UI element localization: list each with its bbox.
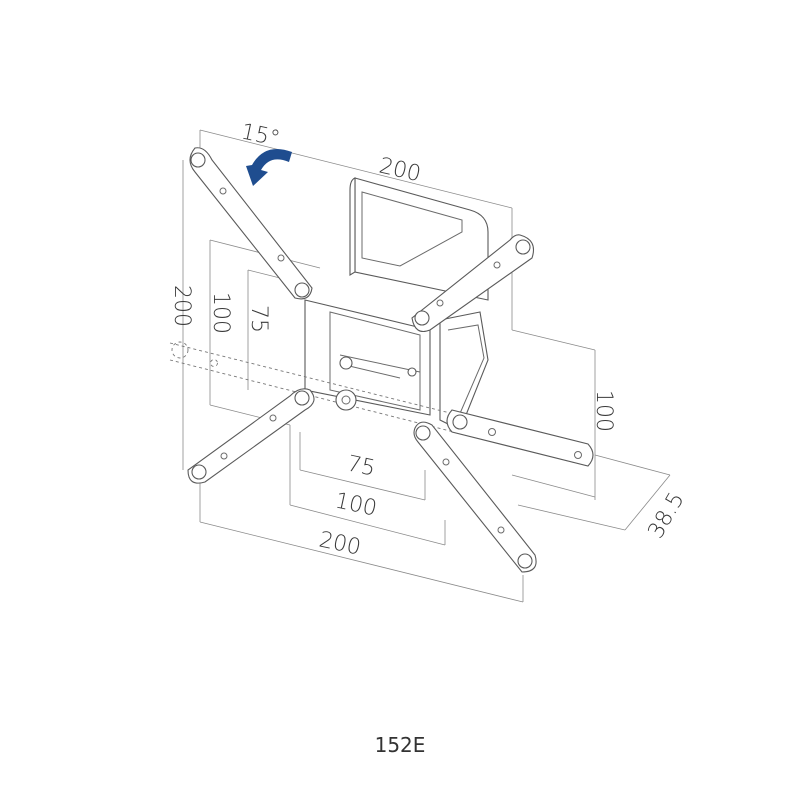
dim-bottom-mid: 100 [333, 488, 379, 521]
arm-bottom-left [187, 388, 315, 484]
arm-top-right [411, 234, 535, 333]
center-hub [335, 389, 357, 411]
dim-bottom-inner: 75 [345, 451, 378, 481]
dim-bottom-outer: 200 [317, 527, 363, 560]
wall-plate [304, 177, 489, 431]
dim-right-height: 100 [591, 390, 616, 432]
model-number: 152E [374, 733, 426, 757]
dimension-frame [182, 129, 671, 603]
dim-top-width: 200 [377, 153, 424, 187]
tilt-arrow-icon [246, 148, 292, 186]
horizontal-rail [169, 341, 594, 467]
dim-left-outer: 200 [169, 285, 194, 327]
tilt-label: 15° [239, 119, 282, 152]
dim-depth: 38.5 [644, 488, 690, 543]
dim-left-inner: 75 [246, 305, 271, 333]
arm-top-left [189, 147, 313, 300]
arm-bottom-right [413, 421, 537, 573]
dim-left-mid: 100 [208, 292, 233, 334]
